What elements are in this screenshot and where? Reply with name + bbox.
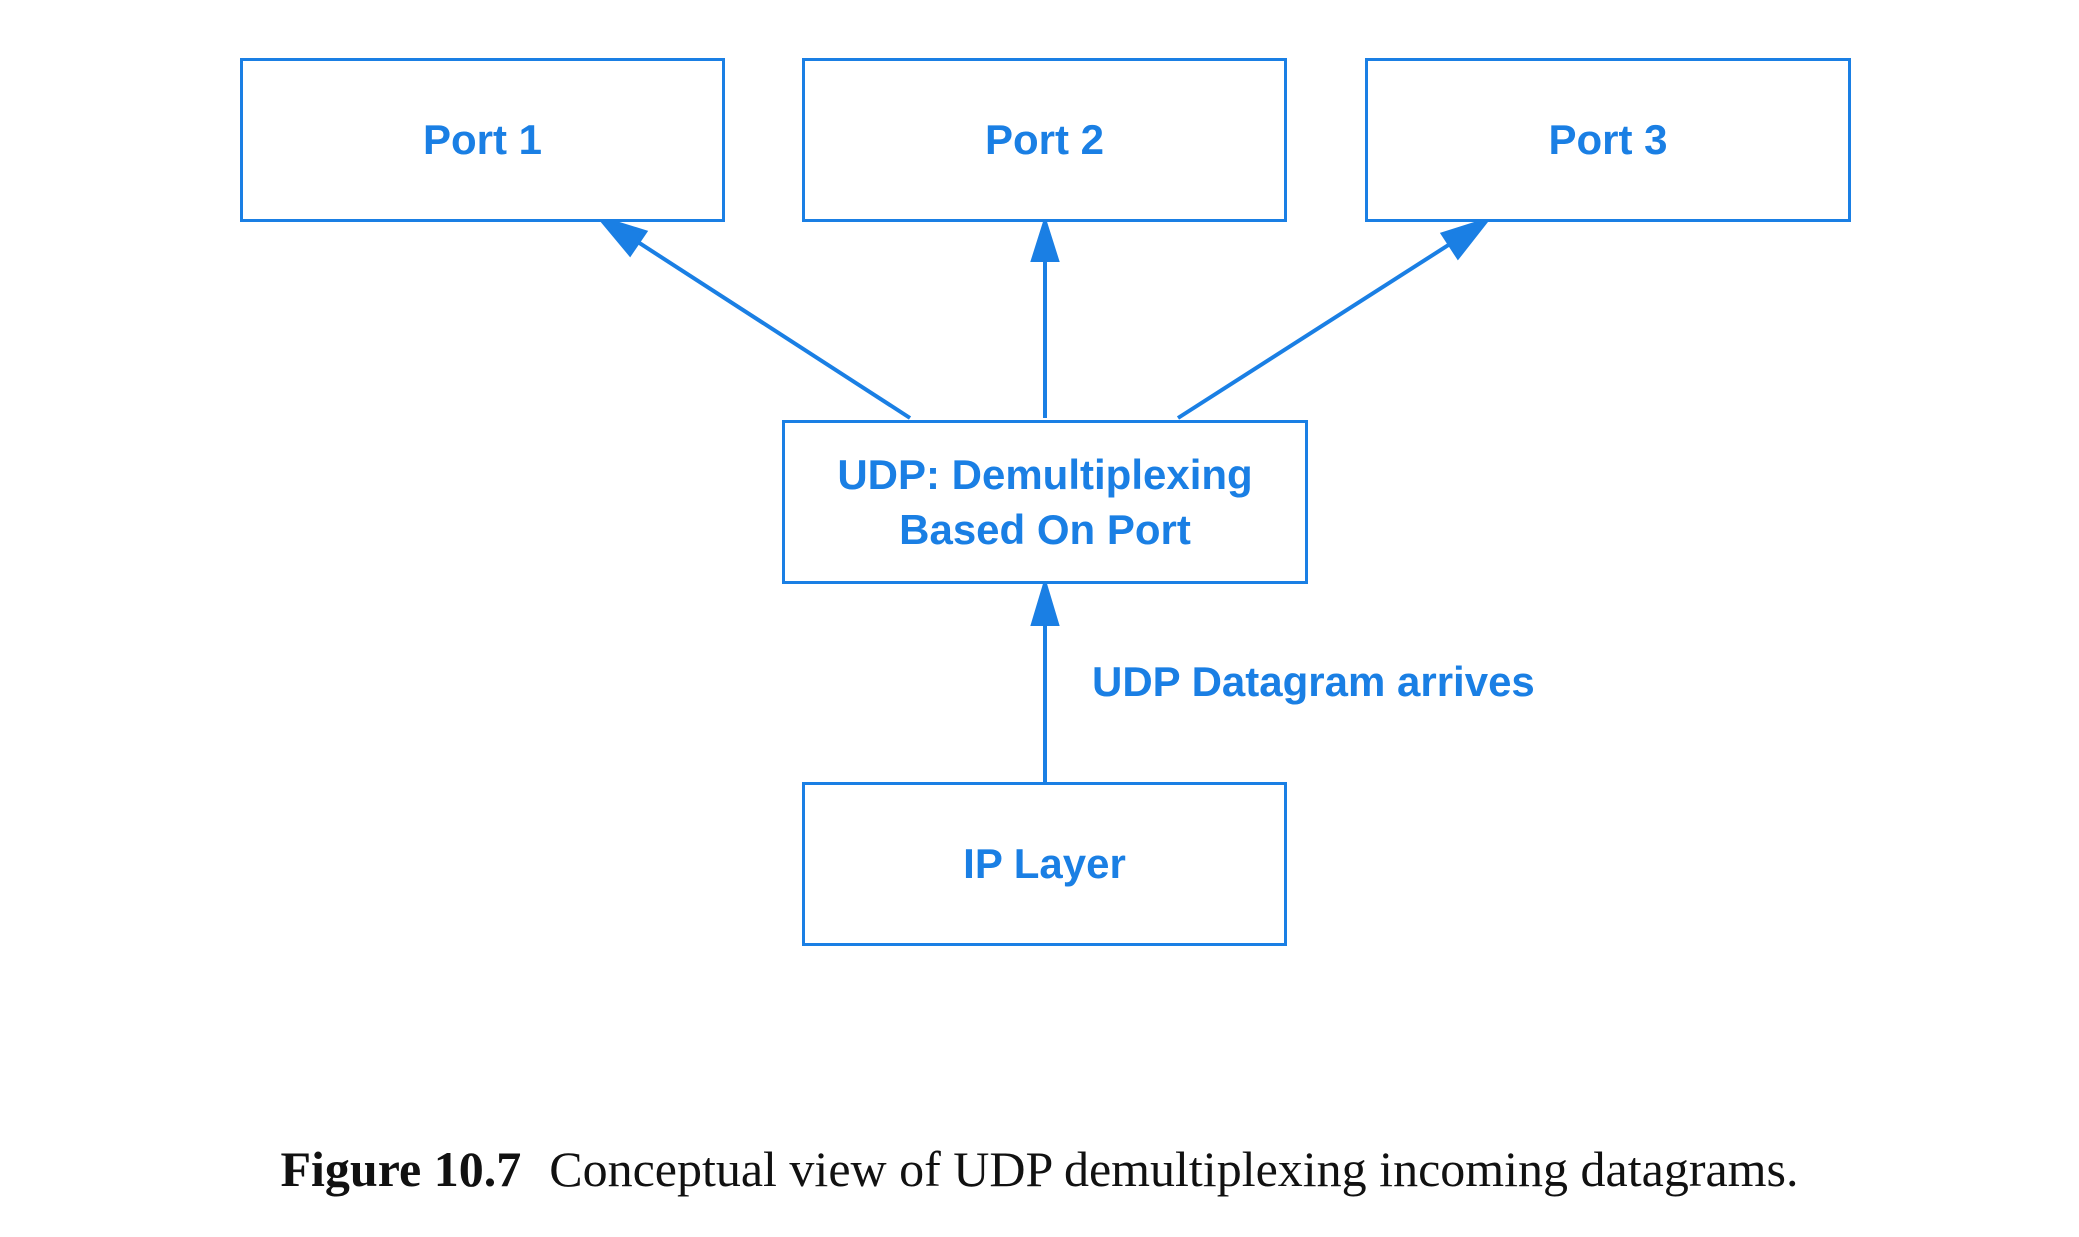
port-3-label: Port 3 <box>1548 116 1668 164</box>
figure-caption-text: Conceptual view of UDP demultiplexing in… <box>549 1141 1799 1197</box>
port-1-label: Port 1 <box>422 116 543 164</box>
figure-caption: Figure 10.7 Conceptual view of UDP demult… <box>0 1140 2079 1198</box>
arrowhead-port-3 <box>1439 216 1493 261</box>
udp-demultiplexing-box: UDP: Demultiplexing Based On Port <box>782 420 1308 584</box>
ip-layer-box: IP Layer <box>802 782 1287 946</box>
arrow-udp-to-port-1 <box>608 222 912 420</box>
arrowhead-port-1 <box>594 214 649 258</box>
arrow-udp-to-port-3 <box>1176 226 1477 420</box>
port-2-box: Port 2 <box>802 58 1287 222</box>
datagram-arrival-label: UDP Datagram arrives <box>1092 658 1535 705</box>
port-1-box: Port 1 <box>240 58 725 222</box>
arrowhead-udp <box>1030 577 1060 626</box>
ip-layer-label: IP Layer <box>963 840 1126 888</box>
figure-number: Figure 10.7 <box>280 1141 522 1197</box>
udp-box-line-2: Based On Port <box>899 506 1191 553</box>
udp-box-line-1: UDP: Demultiplexing <box>837 450 1253 498</box>
arrowhead-port-2 <box>1030 215 1060 262</box>
port-2-label: Port 2 <box>984 116 1105 164</box>
port-3-box: Port 3 <box>1365 58 1851 222</box>
